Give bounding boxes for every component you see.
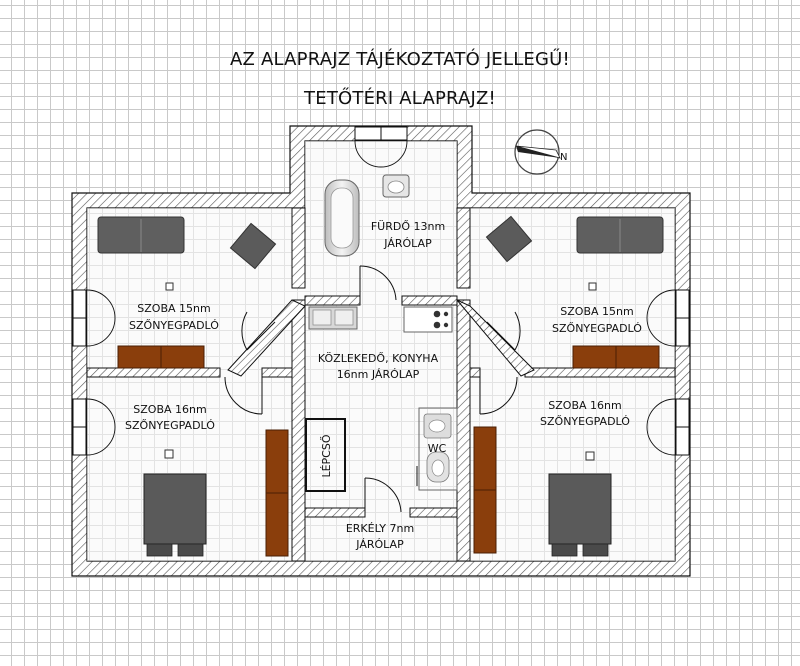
bathroom-sink-icon: [382, 174, 410, 198]
interior-walls: [86, 207, 676, 562]
room-bottom-right-name: SZOBA 16nm: [548, 399, 621, 412]
sofa-icon: [97, 216, 664, 254]
compass-north-label: N: [560, 152, 567, 163]
balcony-floor: JÁRÓLAP: [355, 538, 404, 551]
room-top-left-name: SZOBA 15nm: [137, 302, 210, 315]
room-top-left-floor: SZŐNYEGPADLÓ: [129, 318, 219, 332]
bathroom-name: FÜRDŐ 13nm: [371, 219, 445, 233]
hall-kitchen-floor: 16nm JÁRÓLAP: [337, 368, 420, 381]
armchair-icon: [229, 215, 533, 270]
doors: [224, 265, 521, 513]
outlet-icon: [164, 282, 597, 461]
bathroom-floor: JÁRÓLAP: [383, 237, 432, 250]
stairs-outline: [305, 418, 346, 492]
room-top-right-floor: SZŐNYEGPADLÓ: [552, 321, 642, 335]
stove-icon: [403, 306, 453, 333]
disclaimer-title: AZ ALAPRAJZ TÁJÉKOZTATÓ JELLEGŰ!: [230, 49, 570, 70]
wc-label: WC: [428, 442, 447, 455]
window-swings: [86, 140, 676, 456]
room-top-right-name: SZOBA 15nm: [560, 305, 633, 318]
wardrobe-icon: [117, 345, 660, 557]
windows: [72, 126, 690, 456]
room-bottom-right-floor: SZŐNYEGPADLÓ: [540, 414, 630, 428]
stairs-label: LÉPCSŐ: [319, 434, 333, 477]
bed-icon: [143, 473, 612, 557]
bathtub-icon: [324, 179, 360, 257]
wc-room: [418, 407, 458, 491]
hall-kitchen-name: KÖZLEKEDŐ, KONYHA: [318, 351, 439, 365]
compass-icon: [514, 129, 561, 175]
kitchen-sink-icon: [308, 306, 358, 330]
room-bottom-left-floor: SZŐNYEGPADLÓ: [125, 418, 215, 432]
attic-plan-title: TETŐTÉRI ALAPRAJZ!: [304, 88, 496, 109]
room-bottom-left-name: SZOBA 16nm: [133, 403, 206, 416]
balcony-name: ERKÉLY 7nm: [346, 522, 414, 535]
